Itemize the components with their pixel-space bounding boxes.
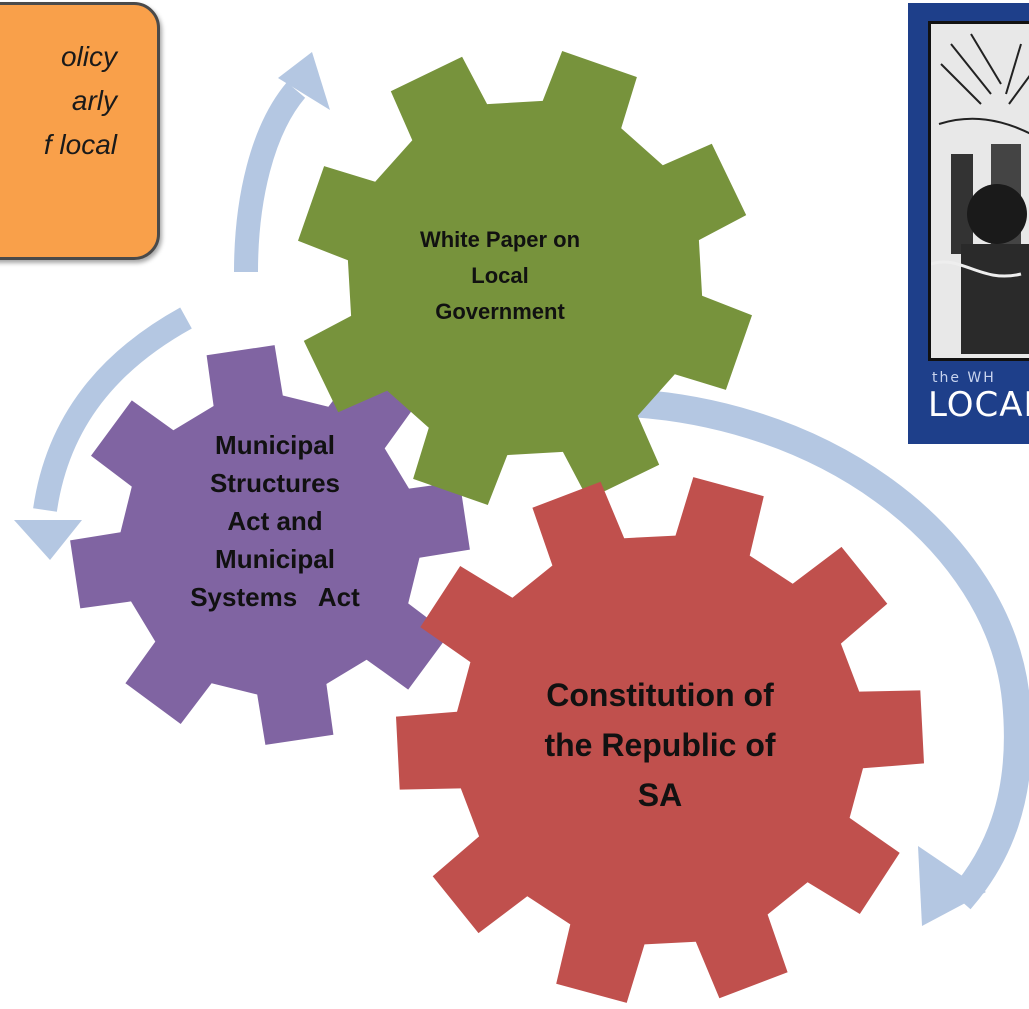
cover-title: LOCAL	[928, 385, 1029, 425]
cycle-arrow-left-head	[14, 520, 82, 560]
gear-label-line: Act and	[227, 506, 323, 536]
gear-label-line: White Paper on	[419, 227, 581, 252]
cycle-arrow-right	[591, 387, 1029, 910]
gear-label-line: Municipal	[215, 544, 335, 574]
gear-white-paper	[298, 51, 752, 505]
gear-label-line: Constitution of	[546, 677, 774, 713]
gear-label-white-paper: White Paper on Local Government	[400, 222, 600, 330]
gear-label-line: Municipal	[215, 430, 335, 460]
callout-line: arly	[71, 85, 117, 116]
gear-label-line: Systems Act	[190, 582, 360, 612]
gear-label-line: Local	[471, 263, 529, 288]
gear-label-constitution: Constitution of the Republic of SA	[510, 670, 810, 820]
gear-label-line: the Republic of	[544, 727, 776, 763]
gear-municipal	[70, 345, 470, 745]
cycle-arrow-top	[234, 82, 306, 273]
cycle-arrow-left	[33, 307, 192, 512]
gear-label-line: Government	[435, 299, 565, 324]
cycle-arrow-top-head	[278, 52, 330, 110]
white-paper-cover-image: the WH LOCAL	[908, 3, 1029, 444]
cover-subtitle: the WH	[932, 370, 996, 386]
cycle-arrow-right-head	[918, 846, 986, 926]
cover-woodcut-illustration	[928, 21, 1029, 361]
gear-label-municipal: Municipal Structures Act and Municipal S…	[160, 426, 390, 616]
gear-constitution	[396, 477, 924, 1003]
callout-line: olicy	[60, 41, 117, 72]
callout-line: f local	[43, 129, 117, 160]
callout-text: olicy arly f local	[44, 35, 117, 167]
callout-box: olicy arly f local	[0, 2, 160, 260]
gear-label-line: SA	[637, 777, 683, 813]
gear-label-line: Structures	[209, 468, 341, 498]
